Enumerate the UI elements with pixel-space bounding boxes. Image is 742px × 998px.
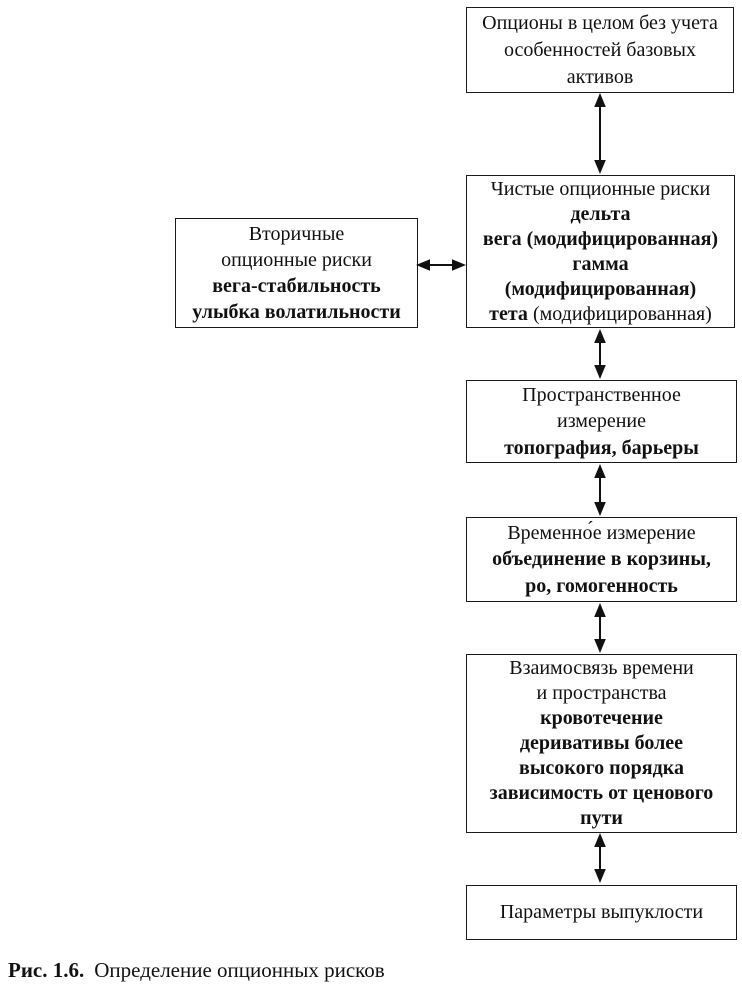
box-line: пути (580, 807, 623, 829)
h-double-arrow-icon (416, 259, 466, 271)
box-time-space-relation: Взаимосвязь времени и пространства крово… (466, 654, 737, 833)
box-line: деривативы более (519, 732, 684, 754)
box-line: Чистые опционные риски (490, 177, 711, 200)
box-line: и пространства (536, 682, 667, 704)
v-double-arrow-icon (594, 464, 606, 516)
box-line: опционные риски (221, 249, 372, 271)
v-double-arrow-icon (594, 93, 606, 174)
box-convexity-parameters: Параметры выпуклости (466, 885, 737, 940)
box-line: активов (566, 65, 634, 88)
box-line: ро, гомогенность (525, 574, 678, 597)
box-line-bold-part: тета (489, 302, 528, 325)
v-double-arrow-icon (594, 833, 606, 883)
v-double-arrow-icon (594, 603, 606, 653)
box-line: тета (модифицированная) (489, 302, 712, 327)
box-spatial-dimension: Пространственное измерение топография, б… (466, 380, 737, 463)
box-line: Взаимосвязь времени (509, 657, 694, 679)
box-line: улыбка волатильности (192, 301, 401, 323)
box-line: Пространственное (522, 383, 681, 406)
figure-caption: Рис. 1.6. Определение опционных рисков (8, 956, 385, 984)
v-double-arrow-icon (594, 329, 606, 379)
box-line: гамма (572, 252, 629, 275)
box-line: Опционы в целом без учета (482, 11, 718, 34)
box-temporal-dimension: Временно́е измерение объединение в корзи… (466, 517, 737, 602)
box-line: Временно́е измерение (507, 521, 696, 544)
box-line: (модифицированная) (504, 277, 697, 300)
box-line-normal-part: (модифицированная) (532, 302, 712, 325)
box-line: вега-стабильность (212, 275, 381, 297)
box-general-options: Опционы в целом без учета особенностей б… (466, 7, 734, 93)
box-line: особенностей базовых (504, 38, 696, 61)
box-pure-option-risks: Чистые опционные риски дельта вега (моди… (466, 175, 735, 328)
box-line: кровотечение (540, 707, 663, 729)
box-secondary-option-risks: Вторичные опционные риски вега-стабильно… (175, 218, 418, 328)
box-line: измерение (556, 410, 646, 433)
box-line: Параметры выпуклости (499, 900, 704, 923)
box-line: зависимость от ценового (489, 782, 714, 804)
box-line: объединение в корзины, (492, 548, 711, 571)
box-line: топография, барьеры (504, 436, 699, 459)
box-line: Вторичные (248, 223, 345, 245)
figure-caption-title: Определение опционных рисков (94, 958, 385, 982)
box-line: высокого порядка (519, 757, 684, 779)
box-line: вега (модифицированная) (482, 227, 719, 250)
box-line: дельта (570, 202, 631, 225)
figure-caption-label: Рис. 1.6. (8, 958, 85, 982)
